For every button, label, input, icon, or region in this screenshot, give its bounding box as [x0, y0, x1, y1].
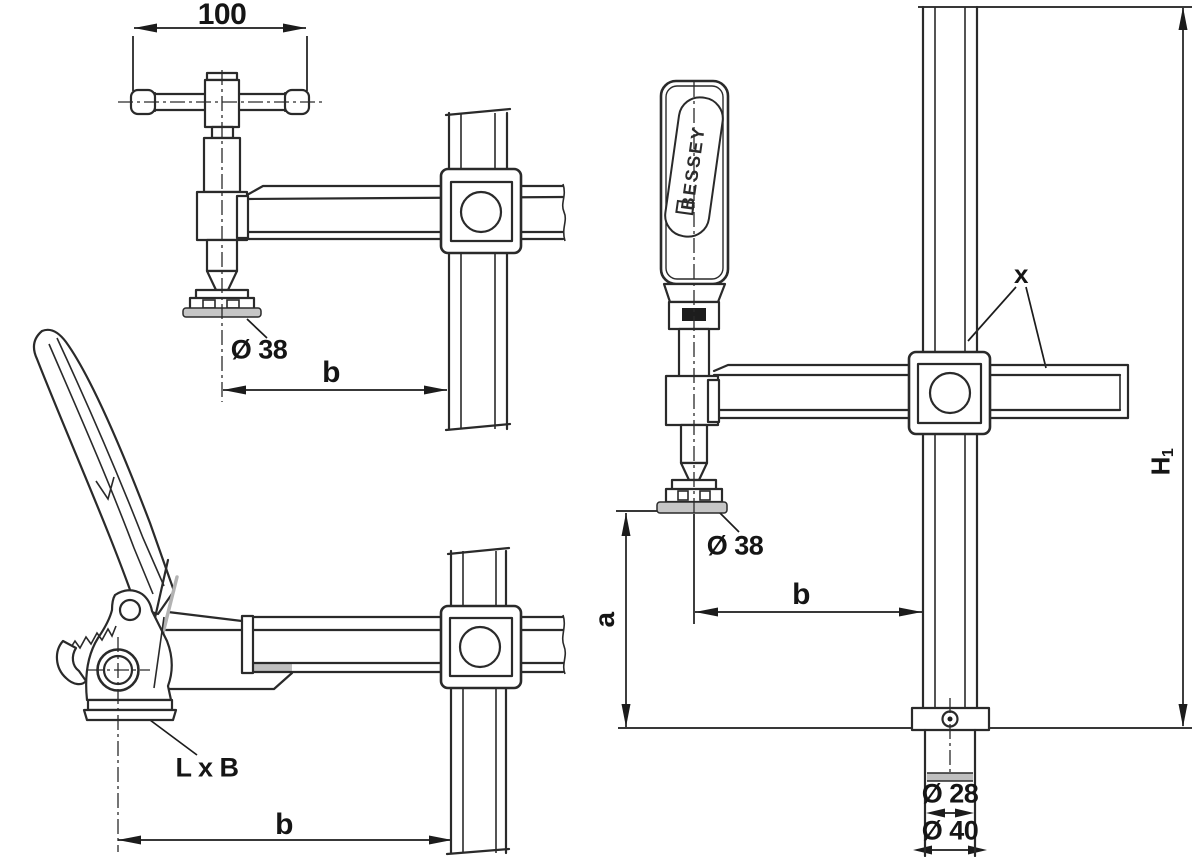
rail-upper	[444, 107, 512, 432]
lever-handle	[32, 328, 179, 647]
label-spindle-width-100: 100	[197, 0, 247, 31]
dim-100	[132, 23, 308, 91]
dim-h1	[618, 6, 1192, 729]
label-collar-diameter-40: Ø 40	[921, 815, 979, 846]
label-pad-diameter-top-left: Ø 38	[230, 334, 288, 365]
label-drop-a: a	[589, 612, 620, 628]
swivel-pad-right	[656, 478, 728, 514]
label-reach-b-right: b	[792, 578, 810, 611]
dim-a	[616, 510, 660, 727]
dim-dia28	[926, 808, 974, 818]
label-bore-diameter-28: Ø 28	[921, 778, 979, 809]
bessey-logo-mark	[675, 199, 695, 216]
view-bottom-left-clamp	[32, 328, 567, 856]
dim-b-top-left	[223, 385, 447, 395]
label-rail-profile-x: x	[1014, 259, 1028, 289]
leader-dia38-top-left	[246, 318, 268, 339]
label-pad-diameter-right: Ø 38	[706, 530, 764, 561]
label-reach-b-top-left: b	[322, 356, 340, 389]
dim-b-bottom-left	[118, 835, 452, 845]
view-top-left-clamp	[129, 71, 567, 432]
label-pad-size-lxb: L x B	[175, 752, 239, 783]
spindle-right	[664, 327, 721, 482]
dim-dia40	[913, 845, 987, 855]
rail-lower	[445, 546, 511, 856]
leader-dia38-right	[718, 511, 740, 533]
label-h1-sub: 1	[1159, 448, 1178, 458]
label-h1-main: H	[1145, 457, 1176, 476]
slider-bottom-left	[439, 604, 523, 690]
label-reach-b-bottom-left: b	[275, 808, 293, 841]
dimension-lines	[118, 6, 1192, 855]
slider-top-left	[439, 167, 523, 255]
slider-right	[907, 350, 992, 436]
centerlines	[88, 70, 951, 852]
leader-lxb	[149, 719, 198, 756]
dim-b-right	[693, 514, 922, 624]
label-height-h1: H1	[1145, 448, 1178, 476]
